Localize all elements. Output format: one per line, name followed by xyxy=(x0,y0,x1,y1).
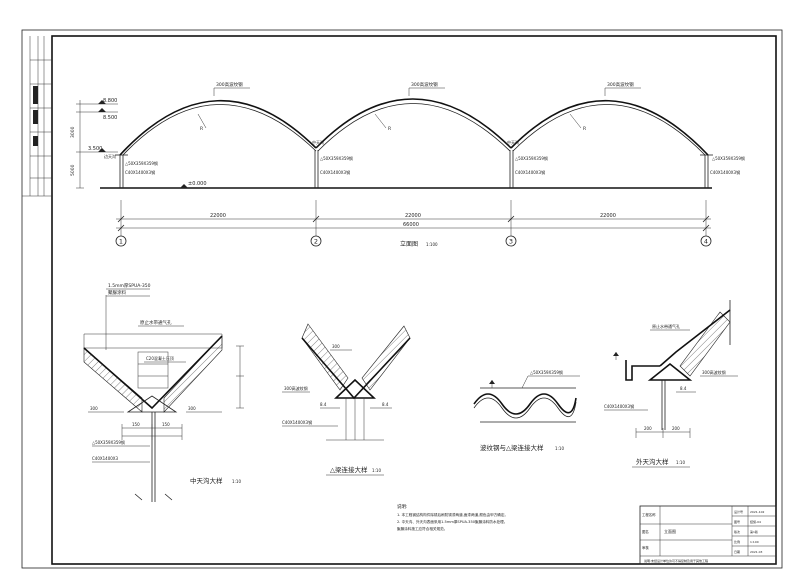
span-dimensions: 22000 22000 22000 66000 xyxy=(116,200,711,236)
notes-line-3: 聚脲涂料施工应符合相关规范。 xyxy=(397,526,447,531)
notes-line-1: 1. 本工程钢结构构件除锈后刷防锈漆两道,面漆两道,颜色由甲方确定。 xyxy=(397,512,508,517)
level-mid: 3.500 xyxy=(88,146,102,152)
tri-roof: 300高波纹钢 xyxy=(284,385,308,391)
tb-sign-label: 审核 xyxy=(642,545,649,550)
outer-gutter-detail: 200 200 原止水带通气孔 300高波纹钢 8.4 C40X1400X3钢 … xyxy=(604,300,738,468)
tri-note: C40X1400X3钢 xyxy=(282,419,312,425)
arch-label-1: R xyxy=(200,126,203,132)
tb-row-2-label: 图号 xyxy=(734,519,740,524)
title-block: 工程名称 图名 立面图 审核 设计号 2021-102 图号 结施-04 版次 … xyxy=(639,505,777,565)
col-spec-1: C40X1400X3钢 xyxy=(125,169,155,175)
mid-dim-b: 150 xyxy=(162,422,170,427)
axis-2: 2 xyxy=(314,238,318,246)
tb-project-label: 工程名称 xyxy=(642,512,656,517)
axis-3: 3 xyxy=(509,238,513,246)
mid-web-note: C20混凝土压顶 xyxy=(146,355,174,361)
roof-labels: 300高波纹钢 300高波纹钢 300高波纹钢 R R R 边天沟 中天沟 中天… xyxy=(104,81,745,175)
mid-truss-note: △50X359X359钢 xyxy=(92,439,125,445)
tb-drawing-name: 立面图 xyxy=(664,528,676,534)
wave-title: 波纹钢与△梁连接大样 xyxy=(480,443,544,452)
notes-heading: 说明: xyxy=(397,503,408,510)
general-notes: 说明: 1. 本工程钢结构构件除锈后刷防锈漆两道,面漆两道,颜色由甲方确定。 2… xyxy=(397,503,508,531)
tb-row-4-value: 1:100 xyxy=(750,540,759,544)
span-a: 22000 xyxy=(210,213,226,219)
elevation-view: 8.800 8.500 3.500 ±0.000 3000 5000 300高波… xyxy=(70,81,745,248)
truss-spec-2: △50X359X359钢 xyxy=(320,155,353,161)
mid-title: 中天沟大样 xyxy=(190,476,223,485)
tb-row-5-value: 2021.03 xyxy=(750,550,762,554)
mid-col-note: C40X1400X3 xyxy=(92,456,119,461)
level-top: 8.800 xyxy=(103,98,117,104)
mid-top-note-1: 1.5mm厚SPUA-350 xyxy=(108,283,151,289)
tri-label-a: 8.4 xyxy=(320,402,327,407)
tri-top-mark: 300 xyxy=(332,344,340,349)
tb-row-4-label: 比例 xyxy=(734,539,740,544)
inner-frame xyxy=(51,35,777,565)
outer-dim-a: 200 xyxy=(644,426,652,431)
tb-row-1-value: 2021-102 xyxy=(750,510,765,514)
mid-scale: 1:10 xyxy=(232,479,241,484)
level-ground: ±0.000 xyxy=(188,181,207,187)
tri-title: △梁连接大样 xyxy=(330,465,368,474)
outer-dim-b: 200 xyxy=(672,426,680,431)
triangle-beam-detail: 8.4 8.4 300 300高波纹钢 C40X1400X3钢 △梁连接大样 1… xyxy=(282,323,411,476)
tb-row-1-label: 设计号 xyxy=(734,509,743,514)
tb-row-5-label: 日期 xyxy=(734,549,740,554)
tb-row-3-value: 第1版 xyxy=(750,529,758,534)
mid-side-left: 300 xyxy=(90,406,98,411)
tb-footer: 说明:未经设计单位许可不得复制及用于其他工程 xyxy=(644,558,708,563)
span-c: 22000 xyxy=(600,213,616,219)
binding-strip xyxy=(22,36,52,197)
span-total: 66000 xyxy=(403,222,419,228)
tb-row-3-label: 版次 xyxy=(734,529,740,534)
outer-title: 外天沟大样 xyxy=(636,457,669,466)
mid-sub-note: 原止水带通气孔 xyxy=(140,319,172,326)
elevation-title: 立面图 xyxy=(400,240,418,248)
mid-top-note-2: 聚脲涂料 xyxy=(108,289,126,296)
truss-spec-1: △50X359X359钢 xyxy=(125,160,158,166)
outer-note-right: 300高波纹钢 xyxy=(702,369,726,375)
outer-scale: 1:10 xyxy=(676,460,685,465)
elevation-scale: 1:100 xyxy=(426,242,438,247)
columns xyxy=(115,150,713,188)
truss-spec-3: △50X359X359钢 xyxy=(515,155,548,161)
arch-label-3: R xyxy=(583,126,586,132)
wave-detail: △50X359X359钢 波纹钢与△梁连接大样 1:10 xyxy=(473,369,580,452)
tri-scale: 1:10 xyxy=(372,468,381,473)
col-spec-3: C40X1400X3钢 xyxy=(515,169,545,175)
axis-4: 4 xyxy=(704,238,708,246)
dim-left-upper: 3000 xyxy=(70,126,76,138)
gutter-mid-label-1: 中天沟 xyxy=(312,139,324,145)
level-gutter: 8.500 xyxy=(103,115,117,121)
notes-line-2: 2. 中天沟、外天沟表面采用1.5mm厚SPUA-350聚脲涂料防水处理。 xyxy=(397,519,507,524)
left-dimensions: 8.800 8.500 3.500 ±0.000 3000 5000 xyxy=(70,98,207,189)
mid-gutter-detail: 1.5mm厚SPUA-350 聚脲涂料 原止水带通气孔 C20混凝土压顶 300… xyxy=(83,283,244,502)
span-b: 22000 xyxy=(405,213,421,219)
gutter-mid-label-2: 中天沟 xyxy=(507,139,519,145)
axis-bubbles: 1 2 3 4 xyxy=(115,235,712,247)
outer-label-a: 8.4 xyxy=(680,386,687,391)
wave-scale: 1:10 xyxy=(555,446,564,451)
col-spec-2: C40X1400X3钢 xyxy=(320,169,350,175)
roof-label-2: 300高波纹钢 xyxy=(411,81,438,88)
roof-arches xyxy=(119,98,709,156)
tb-drawing-label: 图名 xyxy=(642,529,649,534)
gutter-edge-label: 边天沟 xyxy=(104,153,116,159)
dim-left-lower: 5000 xyxy=(70,164,76,176)
roof-label-1: 300高波纹钢 xyxy=(216,81,243,88)
mid-side-right: 300 xyxy=(188,406,196,411)
arch-label-2: R xyxy=(388,126,391,132)
wave-note: △50X359X359钢 xyxy=(530,369,563,375)
outer-col-note: C40X1400X3钢 xyxy=(604,403,634,409)
truss-spec-4: △50X359X359钢 xyxy=(712,155,745,161)
tb-row-2-value: 结施-04 xyxy=(750,519,761,524)
roof-label-3: 300高波纹钢 xyxy=(607,81,634,88)
axis-1: 1 xyxy=(119,238,123,246)
tri-label-b: 8.4 xyxy=(382,402,389,407)
col-spec-4: C40X1400X3钢 xyxy=(710,169,740,175)
mid-dim-a: 150 xyxy=(132,422,140,427)
outer-frame xyxy=(21,29,783,569)
outer-note-top: 原止水带通气孔 xyxy=(652,323,680,329)
